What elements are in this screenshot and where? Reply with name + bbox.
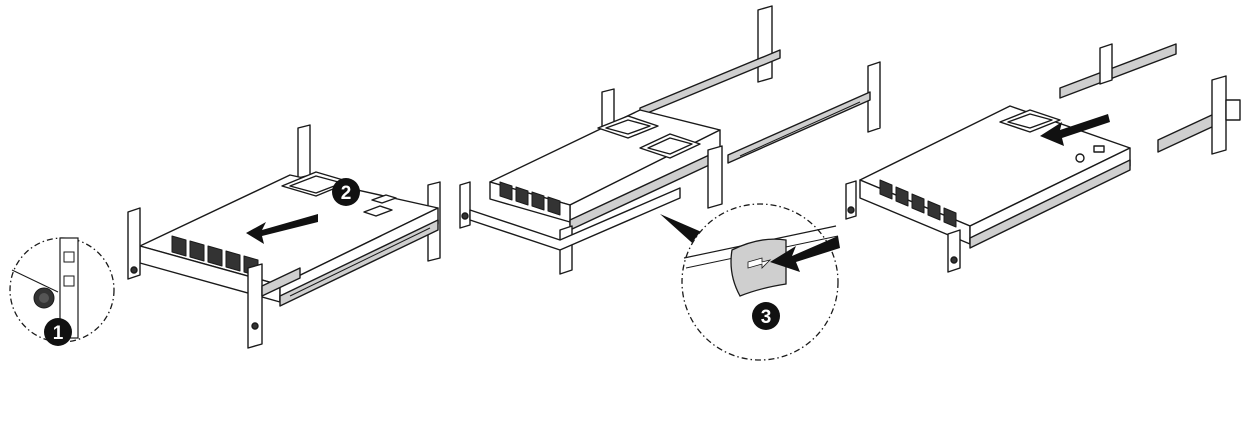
callout-thumbscrew [9, 237, 115, 343]
step-number-1: 1 [53, 323, 64, 344]
pull-arrow-panel-3 [1040, 114, 1110, 146]
panel-1-server-in-rack [127, 124, 441, 349]
pull-arrow-panel-1 [246, 214, 318, 244]
slide-rail-right [1157, 113, 1215, 153]
drive-bays [499, 181, 561, 216]
release-tab-icon [730, 238, 787, 297]
panel-2-server-extended [459, 5, 881, 275]
drive-bays [171, 235, 259, 277]
rack-post-front-right [867, 61, 881, 133]
rack-post-rear-right [757, 5, 773, 83]
rack-post-front-right [1211, 75, 1227, 155]
step-badge-2: 2 [332, 178, 360, 206]
slide-rail-upper [1059, 43, 1177, 99]
slide-rail-upper [639, 49, 781, 117]
rack-post-front [707, 145, 723, 209]
callout-release-tab [681, 203, 840, 361]
step-number-2: 2 [341, 183, 352, 204]
rack-post-rear-right [1099, 43, 1113, 85]
rack-ear-right [947, 229, 961, 273]
step-badge-1: 1 [44, 318, 72, 346]
rack-ear-right [559, 225, 573, 275]
panel-3-server-removed [845, 43, 1241, 273]
rack-ear-right [247, 263, 263, 349]
chassis-lid-cutout [363, 205, 393, 217]
rack-ear-left [127, 207, 141, 280]
push-arrow-icon [770, 236, 840, 272]
rack-ear-left [459, 181, 471, 229]
slide-rail [969, 159, 1131, 249]
step-number-3: 3 [761, 307, 772, 328]
step-badge-3: 3 [752, 302, 780, 330]
drive-bays [879, 179, 957, 228]
rack-post-rear-left [297, 124, 311, 179]
